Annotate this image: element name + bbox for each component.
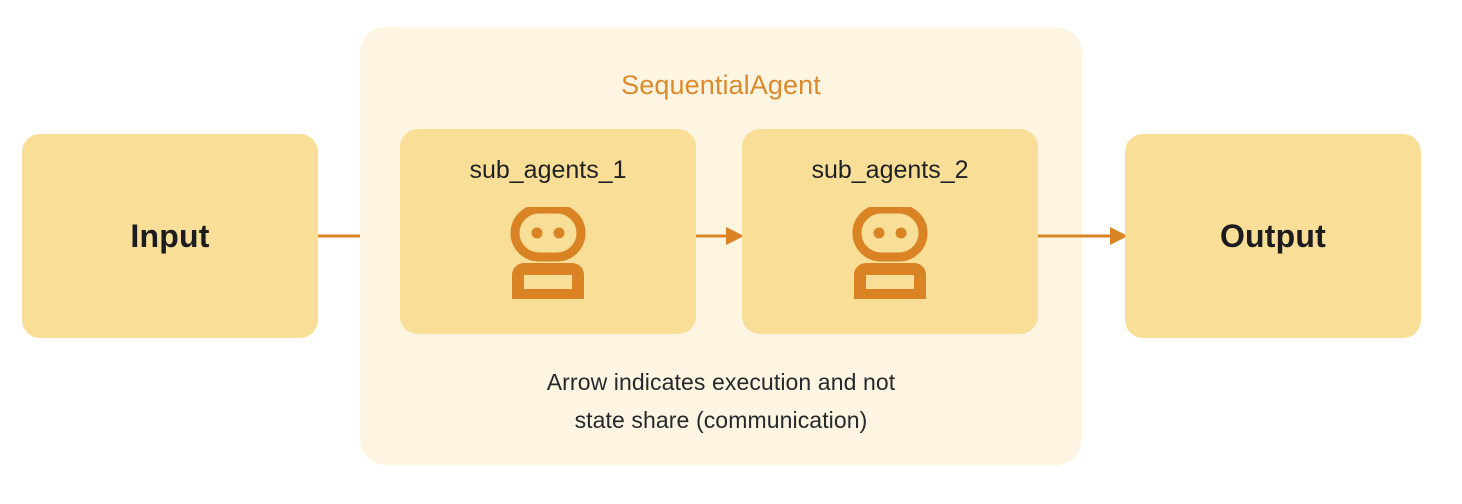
caption-line-1: Arrow indicates execution and not	[546, 369, 896, 395]
sub-agent-2-label: sub_agents_2	[811, 156, 969, 184]
output-node: Output	[1125, 134, 1421, 338]
input-node-label: Input	[130, 217, 210, 254]
caption-line-2: state share (communication)	[574, 407, 868, 433]
output-node-label: Output	[1219, 217, 1327, 254]
sub-agent-1-label: sub_agents_1	[469, 156, 627, 184]
diagram-caption: Arrow indicates execution and not state …	[360, 363, 1082, 439]
input-node: Input	[22, 134, 318, 338]
robot-icon	[510, 207, 586, 299]
robot-icon	[852, 207, 928, 299]
sub-agent-1-node: sub_agents_1	[400, 129, 696, 334]
sub-agent-2-node: sub_agents_2	[742, 129, 1038, 334]
arrow-sub1-to-sub2	[696, 224, 744, 248]
sequential-agent-title: SequentialAgent	[621, 70, 821, 100]
arrow-sub2-to-output	[1038, 224, 1128, 248]
